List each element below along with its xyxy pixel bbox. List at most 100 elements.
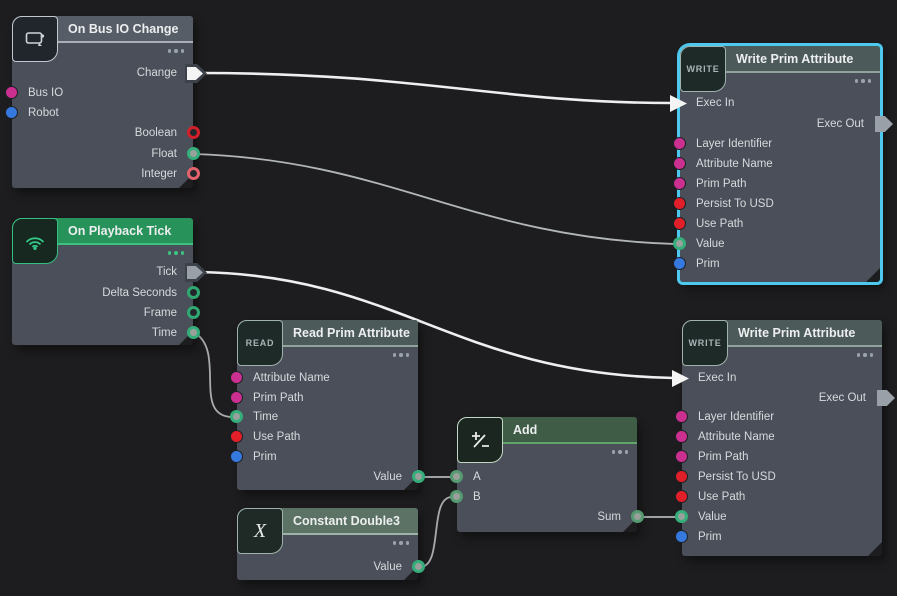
pin-label: Tick bbox=[156, 266, 177, 278]
pin-value[interactable] bbox=[675, 510, 688, 523]
pin-attribute-name[interactable] bbox=[673, 157, 686, 170]
pin-label: Exec Out bbox=[818, 392, 866, 404]
pin-label: Frame bbox=[143, 307, 177, 319]
pin-bus-io[interactable] bbox=[5, 86, 18, 99]
write-badge: WRITE bbox=[680, 46, 726, 92]
pin-a[interactable] bbox=[450, 470, 463, 483]
pin-value[interactable] bbox=[412, 470, 425, 483]
ellipsis-icon[interactable] bbox=[611, 450, 628, 454]
write-badge: WRITE bbox=[682, 320, 728, 366]
pin-label: Delta Seconds bbox=[102, 287, 177, 299]
pin-label: Exec Out bbox=[816, 118, 864, 130]
pin-label: Attribute Name bbox=[696, 158, 773, 170]
pin-label: Layer Identifier bbox=[696, 138, 773, 150]
badge-label: WRITE bbox=[688, 338, 722, 348]
node-title: On Playback Tick bbox=[68, 224, 172, 238]
node-title: Constant Double3 bbox=[293, 514, 400, 528]
pin-use-path[interactable] bbox=[675, 490, 688, 503]
wire-change-execin[interactable] bbox=[199, 71, 673, 105]
pin-label: Use Path bbox=[698, 491, 746, 503]
node-read-prim-attribute[interactable]: Read Prim Attribute READ Attribute Name … bbox=[230, 320, 425, 490]
ellipsis-icon[interactable] bbox=[392, 353, 409, 357]
pin-label: Boolean bbox=[134, 127, 177, 139]
pin-integer[interactable] bbox=[187, 167, 200, 180]
pin-float[interactable] bbox=[187, 147, 200, 160]
pin-layer-identifier[interactable] bbox=[675, 410, 688, 423]
pin-label: Float bbox=[151, 148, 177, 160]
node-add[interactable]: Add A B Sum bbox=[450, 417, 644, 532]
wifi-playback-icon bbox=[12, 218, 58, 264]
pin-value[interactable] bbox=[673, 237, 686, 250]
pin-use-path[interactable] bbox=[230, 430, 243, 443]
pin-boolean[interactable] bbox=[187, 126, 200, 139]
pin-label: Layer Identifier bbox=[698, 411, 775, 423]
pin-label: Value bbox=[698, 511, 727, 523]
ellipsis-icon[interactable] bbox=[167, 49, 184, 53]
node-constant-double3[interactable]: Constant Double3 X Value bbox=[237, 508, 425, 580]
pin-prim[interactable] bbox=[230, 450, 243, 463]
pin-label: Prim bbox=[698, 531, 722, 543]
pin-label: Attribute Name bbox=[698, 431, 775, 443]
wire-float-value[interactable] bbox=[193, 153, 676, 245]
pin-persist-to-usd[interactable] bbox=[673, 197, 686, 210]
pin-label: Persist To USD bbox=[696, 198, 774, 210]
badge-label: WRITE bbox=[686, 64, 720, 74]
node-on-bus-io-change[interactable]: On Bus IO Change Change Bus IO Robot Boo… bbox=[5, 16, 207, 188]
pin-label: Attribute Name bbox=[253, 372, 330, 384]
pin-tick[interactable] bbox=[185, 263, 207, 282]
pin-frame[interactable] bbox=[187, 306, 200, 319]
node-title: Read Prim Attribute bbox=[293, 326, 410, 340]
node-write-prim-attribute-selected[interactable]: Write Prim Attribute WRITE Exec In Exec … bbox=[670, 46, 893, 282]
wire-tick-execin[interactable] bbox=[199, 270, 675, 380]
pin-layer-identifier[interactable] bbox=[673, 137, 686, 150]
pin-label: Value bbox=[696, 238, 725, 250]
pin-label: Bus IO bbox=[28, 87, 64, 99]
pin-prim-path[interactable] bbox=[675, 450, 688, 463]
pin-delta-seconds[interactable] bbox=[187, 286, 200, 299]
ellipsis-icon[interactable] bbox=[854, 79, 871, 83]
ellipsis-icon[interactable] bbox=[392, 541, 409, 545]
x-constant-icon: X bbox=[237, 508, 283, 554]
node-title: Write Prim Attribute bbox=[738, 326, 856, 340]
node-body bbox=[682, 320, 882, 556]
pin-label: Prim bbox=[253, 451, 277, 463]
pin-label: Prim Path bbox=[698, 451, 749, 463]
node-write-prim-attribute[interactable]: Write Prim Attribute WRITE Exec In Exec … bbox=[672, 320, 895, 556]
pin-prim[interactable] bbox=[673, 257, 686, 270]
pin-label: Prim bbox=[696, 258, 720, 270]
pin-value[interactable] bbox=[412, 560, 425, 573]
pin-prim-path[interactable] bbox=[230, 391, 243, 404]
pin-label: Prim Path bbox=[253, 392, 304, 404]
pin-exec-out[interactable] bbox=[877, 390, 895, 406]
node-title: Write Prim Attribute bbox=[736, 52, 854, 66]
ellipsis-icon[interactable] bbox=[167, 251, 184, 255]
pin-b[interactable] bbox=[450, 490, 463, 503]
pin-change[interactable] bbox=[185, 64, 207, 83]
pin-label: Time bbox=[151, 327, 177, 339]
pin-use-path[interactable] bbox=[673, 217, 686, 230]
wire-value-b[interactable] bbox=[419, 496, 453, 568]
ellipsis-icon[interactable] bbox=[856, 353, 873, 357]
pin-label: Use Path bbox=[253, 431, 301, 443]
pin-label: B bbox=[473, 491, 481, 503]
pin-label: Value bbox=[373, 561, 402, 573]
read-badge: READ bbox=[237, 320, 283, 366]
node-on-playback-tick[interactable]: On Playback Tick Tick Delta Seconds Fram… bbox=[12, 218, 207, 345]
pin-attribute-name[interactable] bbox=[230, 371, 243, 384]
pin-exec-out[interactable] bbox=[875, 116, 893, 132]
pin-attribute-name[interactable] bbox=[675, 430, 688, 443]
pin-prim[interactable] bbox=[675, 530, 688, 543]
pin-label: A bbox=[473, 471, 481, 483]
node-title: On Bus IO Change bbox=[68, 22, 179, 36]
pin-prim-path[interactable] bbox=[673, 177, 686, 190]
pin-robot[interactable] bbox=[5, 106, 18, 119]
pin-label: Exec In bbox=[698, 372, 737, 384]
pin-label: Integer bbox=[141, 168, 177, 180]
wire-time-time[interactable] bbox=[194, 332, 233, 418]
badge-label: READ bbox=[245, 338, 275, 348]
pin-persist-to-usd[interactable] bbox=[675, 470, 688, 483]
pin-time[interactable] bbox=[230, 410, 243, 423]
pin-time[interactable] bbox=[187, 326, 200, 339]
pin-sum[interactable] bbox=[631, 510, 644, 523]
